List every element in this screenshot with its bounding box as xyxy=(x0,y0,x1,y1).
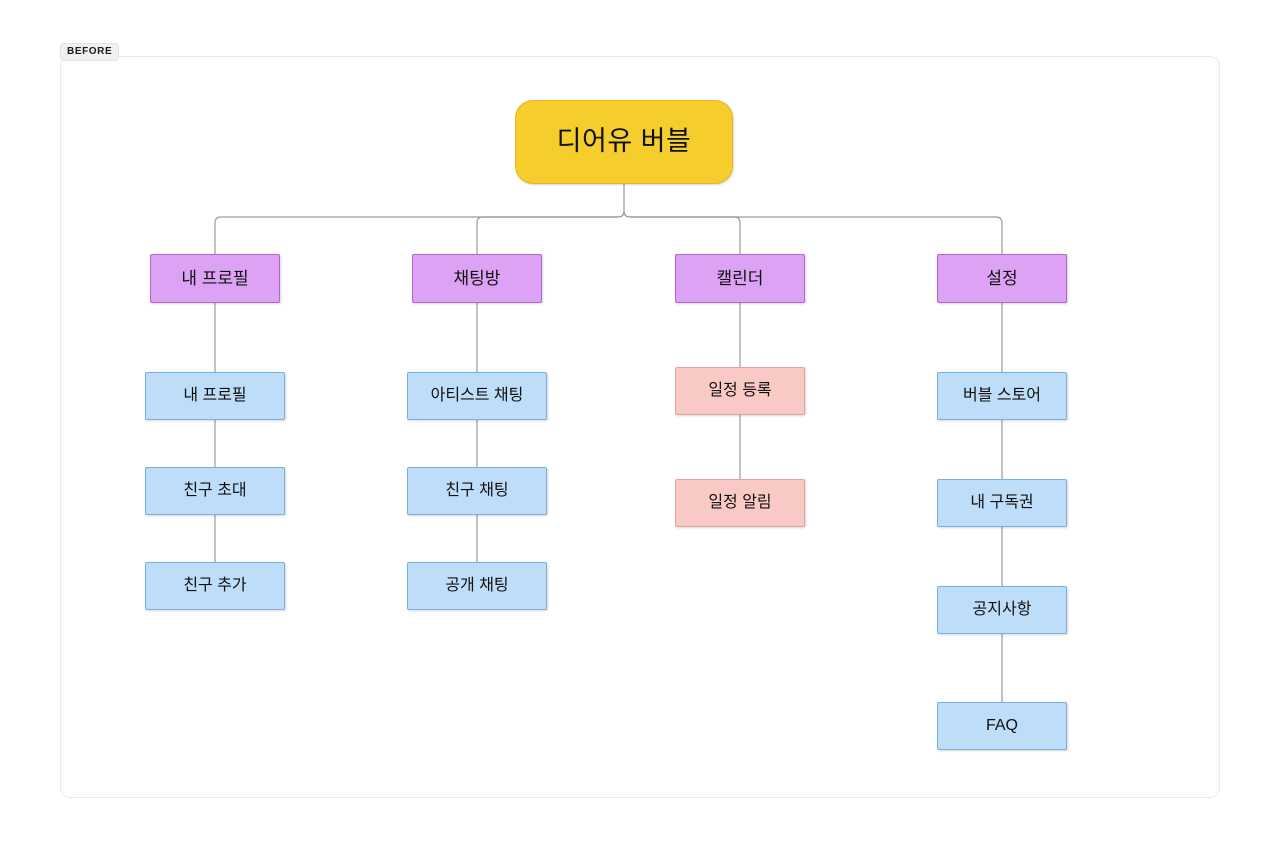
node-notice[interactable]: 공지사항 xyxy=(937,586,1067,634)
node-add-friend[interactable]: 친구 추가 xyxy=(145,562,285,610)
before-badge: BEFORE xyxy=(60,43,120,61)
node-friend-chat[interactable]: 친구 채팅 xyxy=(407,467,547,515)
node-bubble-store[interactable]: 버블 스토어 xyxy=(937,372,1067,420)
node-faq[interactable]: FAQ xyxy=(937,702,1067,750)
node-artist-chat[interactable]: 아티스트 채팅 xyxy=(407,372,547,420)
node-my-subscription[interactable]: 내 구독권 xyxy=(937,479,1067,527)
node-register-schedule[interactable]: 일정 등록 xyxy=(675,367,805,415)
node-my-profile[interactable]: 내 프로필 xyxy=(150,254,280,303)
node-schedule-alarm[interactable]: 일정 알림 xyxy=(675,479,805,527)
node-calendar[interactable]: 캘린더 xyxy=(675,254,805,303)
node-my-profile-detail[interactable]: 내 프로필 xyxy=(145,372,285,420)
node-public-chat[interactable]: 공개 채팅 xyxy=(407,562,547,610)
node-invite-friend[interactable]: 친구 초대 xyxy=(145,467,285,515)
node-chat-room[interactable]: 채팅방 xyxy=(412,254,542,303)
node-root[interactable]: 디어유 버블 xyxy=(515,100,733,184)
node-settings[interactable]: 설정 xyxy=(937,254,1067,303)
